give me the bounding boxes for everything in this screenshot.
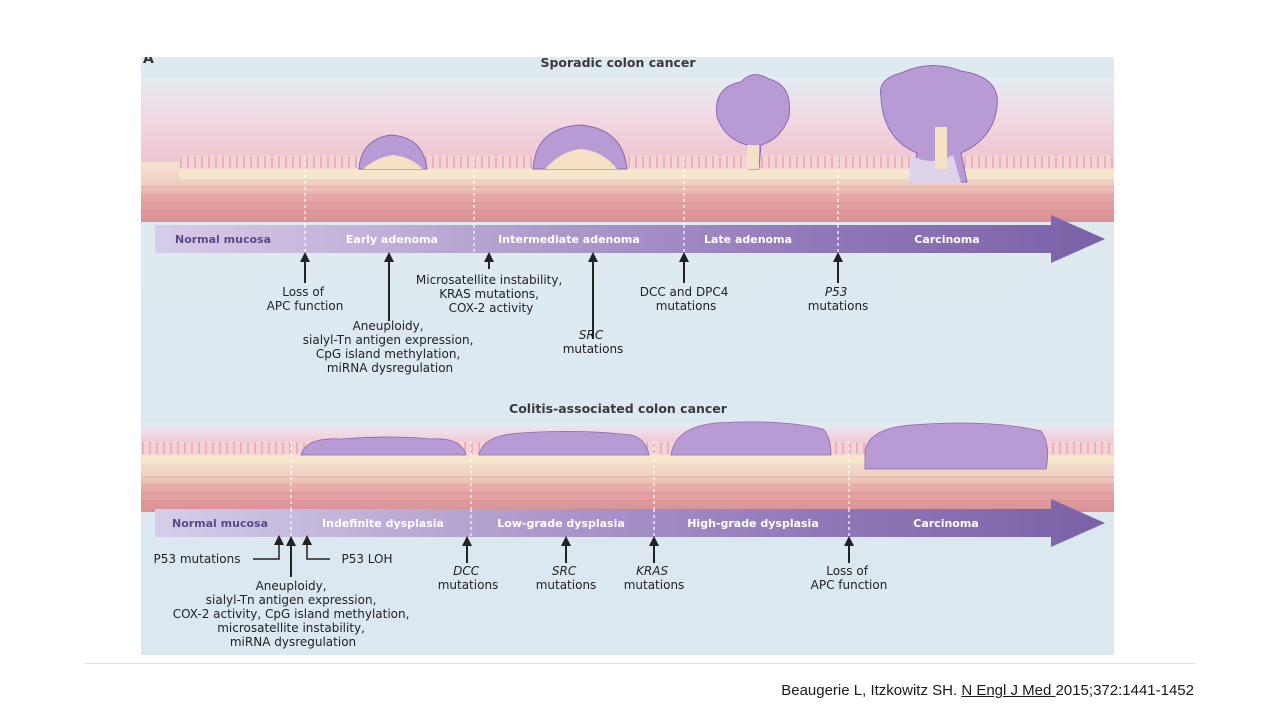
colitis-event-src: SRC mutations <box>536 564 597 592</box>
colitis-stage-low-grade-dysplasia: Low-grade dysplasia <box>497 517 625 530</box>
panel-letter: A <box>143 57 154 67</box>
sporadic-stage-normal-mucosa: Normal mucosa <box>175 233 271 246</box>
sporadic-event-msi-kras: Microsatellite instability, KRAS mutatio… <box>416 273 566 315</box>
colitis-event-apc: Loss of APC function <box>811 564 888 592</box>
colitis-stage-carcinoma: Carcinoma <box>913 517 978 530</box>
colitis-colon-illustration <box>141 421 1114 537</box>
late-adenoma-polyp <box>716 74 791 170</box>
sporadic-event-arrows <box>300 252 843 339</box>
colitis-event-arrows <box>253 535 854 577</box>
sporadic-stage-early-adenoma: Early adenoma <box>346 233 438 246</box>
citation-journal-link[interactable]: N Engl J Med <box>961 682 1056 699</box>
colitis-event-p53-loh: P53 LOH <box>341 552 392 566</box>
sporadic-event-dcc-dpc4: DCC and DPC4 mutations <box>640 285 733 313</box>
colitis-stage-indefinite-dysplasia: Indefinite dysplasia <box>322 517 444 530</box>
sporadic-event-apc: Loss of APC function <box>267 285 344 313</box>
colitis-event-aneuploidy: Aneuploidy, sialyl-Tn antigen expression… <box>173 579 414 649</box>
colitis-title: Colitis-associated colon cancer <box>509 401 728 416</box>
colitis-stage-high-grade-dysplasia: High-grade dysplasia <box>687 517 819 530</box>
intermediate-adenoma-polyp <box>532 124 628 170</box>
sporadic-stage-carcinoma: Carcinoma <box>914 233 979 246</box>
sporadic-stage-late-adenoma: Late adenoma <box>704 233 792 246</box>
early-adenoma-polyp <box>358 134 428 170</box>
colitis-stage-normal-mucosa: Normal mucosa <box>172 517 268 530</box>
colitis-event-kras: KRAS mutations <box>624 564 685 592</box>
sporadic-colon-illustration <box>141 65 1114 242</box>
sporadic-event-p53: P53 mutations <box>808 285 869 313</box>
citation: Beaugerie L, Itzkowitz SH. N Engl J Med … <box>781 682 1194 699</box>
citation-reference: 2015;372:1441-1452 <box>1055 682 1194 699</box>
colon-cancer-progression-figure: A Sporadic colon cancer <box>141 57 1114 655</box>
sporadic-event-aneuploidy: Aneuploidy, sialyl-Tn antigen expression… <box>303 319 477 375</box>
sporadic-event-src: SRC mutations <box>563 328 624 356</box>
colitis-stage-arrow: Normal mucosa Indefinite dysplasia Low-g… <box>155 499 1105 547</box>
sporadic-stage-arrow: Normal mucosa Early adenoma Intermediate… <box>155 215 1105 263</box>
footer-divider <box>85 663 1195 664</box>
sporadic-stage-intermediate-adenoma: Intermediate adenoma <box>498 233 640 246</box>
carcinoma-polyp <box>879 65 998 183</box>
colitis-event-p53-mutations: P53 mutations <box>154 552 241 566</box>
colitis-event-dcc: DCC mutations <box>438 564 499 592</box>
citation-authors: Beaugerie L, Itzkowitz SH. <box>781 682 962 699</box>
dysplasia-lesions <box>300 421 1049 470</box>
sporadic-title: Sporadic colon cancer <box>540 57 696 70</box>
